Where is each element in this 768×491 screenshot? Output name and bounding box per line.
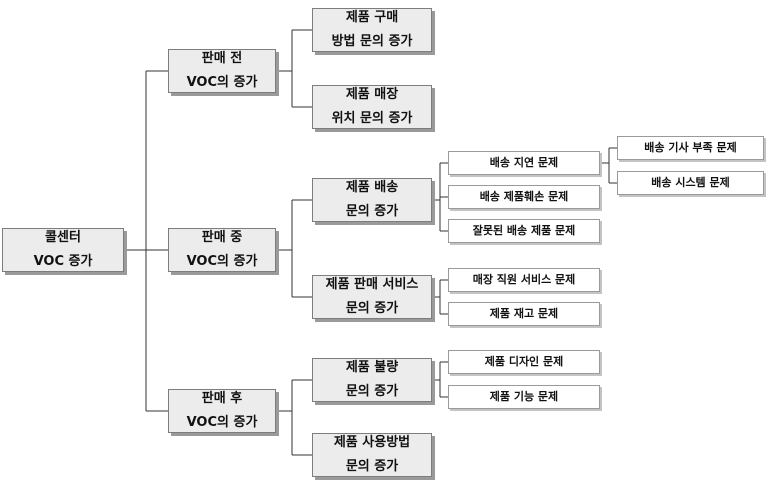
connector-issue-delay xyxy=(600,147,617,184)
issue-label: 매장 직원 서비스 문제 xyxy=(472,273,576,286)
cause-label-line2: 문의 증가 xyxy=(345,204,399,219)
issue-label: 제품 기능 문제 xyxy=(489,390,559,403)
cause-label-line1: 제품 불량 xyxy=(345,360,399,375)
root-node: 콜센터 VOC 증가 xyxy=(2,228,124,272)
issue-node-delivery-delay: 배송 지연 문제 xyxy=(448,151,600,175)
cause-node-defect: 제품 불량 문의 증가 xyxy=(312,358,432,402)
connector-cause-defect xyxy=(432,361,448,398)
sub-issue-node-delivery-system: 배송 시스템 문제 xyxy=(617,171,764,195)
cause-label-line2: 문의 증가 xyxy=(345,384,399,399)
issue-label: 제품 디자인 문제 xyxy=(484,355,564,368)
connector-stage-2 xyxy=(276,199,312,298)
sub-issue-label: 배송 시스템 문제 xyxy=(651,176,730,189)
cause-label-line2: 문의 증가 xyxy=(345,301,399,316)
issue-label: 잘못된 배송 제품 문제 xyxy=(472,224,576,237)
cause-label-line1: 제품 판매 서비스 xyxy=(325,277,419,292)
issue-node-delivery-damage: 배송 제품훼손 문제 xyxy=(448,185,600,209)
issue-label: 배송 제품훼손 문제 xyxy=(479,190,569,203)
issue-node-staff-service: 매장 직원 서비스 문제 xyxy=(448,268,600,292)
cause-label-line2: 방법 문의 증가 xyxy=(331,34,413,49)
stage-node-pre-sale: 판매 전 VOC의 증가 xyxy=(168,49,276,93)
connector-root-stages xyxy=(124,70,168,412)
cause-node-usage-method: 제품 사용방법 문의 증가 xyxy=(312,433,432,477)
cause-node-store-location: 제품 매장 위치 문의 증가 xyxy=(312,85,432,129)
cause-label-line2: 문의 증가 xyxy=(345,459,399,474)
cause-label-line1: 제품 사용방법 xyxy=(333,435,411,450)
issue-label: 제품 재고 문제 xyxy=(489,307,559,320)
connector-stage-3 xyxy=(276,379,312,456)
stage-label-line1: 판매 전 xyxy=(201,51,243,66)
stage-label-line2: VOC의 증가 xyxy=(186,75,258,90)
issue-node-wrong-delivery: 잘못된 배송 제품 문제 xyxy=(448,219,600,243)
connector-stage-1 xyxy=(276,29,312,108)
cause-label-line2: 위치 문의 증가 xyxy=(331,111,413,126)
issue-node-function: 제품 기능 문제 xyxy=(448,385,600,409)
cause-label-line1: 제품 배송 xyxy=(345,180,399,195)
issue-label: 배송 지연 문제 xyxy=(489,156,559,169)
cause-node-purchase-method: 제품 구매 방법 문의 증가 xyxy=(312,8,432,52)
issue-node-inventory: 제품 재고 문제 xyxy=(448,302,600,326)
connector-cause-sales-service xyxy=(432,279,448,315)
connector-cause-delivery xyxy=(432,162,448,232)
cause-node-sales-service: 제품 판매 서비스 문의 증가 xyxy=(312,275,432,319)
cause-label-line1: 제품 구매 xyxy=(345,10,399,25)
root-label-line1: 콜센터 xyxy=(45,230,81,245)
stage-label-line1: 판매 중 xyxy=(201,230,243,245)
issue-node-design: 제품 디자인 문제 xyxy=(448,350,600,374)
cause-node-delivery: 제품 배송 문의 증가 xyxy=(312,178,432,222)
sub-issue-node-driver-shortage: 배송 기사 부족 문제 xyxy=(617,136,764,160)
sub-issue-label: 배송 기사 부족 문제 xyxy=(644,141,737,154)
cause-label-line1: 제품 매장 xyxy=(345,87,399,102)
root-label-line2: VOC 증가 xyxy=(33,254,93,269)
stage-label-line1: 판매 후 xyxy=(201,391,243,406)
stage-label-line2: VOC의 증가 xyxy=(186,254,258,269)
stage-label-line2: VOC의 증가 xyxy=(186,415,258,430)
stage-node-post-sale: 판매 후 VOC의 증가 xyxy=(168,389,276,433)
stage-node-during-sale: 판매 중 VOC의 증가 xyxy=(168,228,276,272)
